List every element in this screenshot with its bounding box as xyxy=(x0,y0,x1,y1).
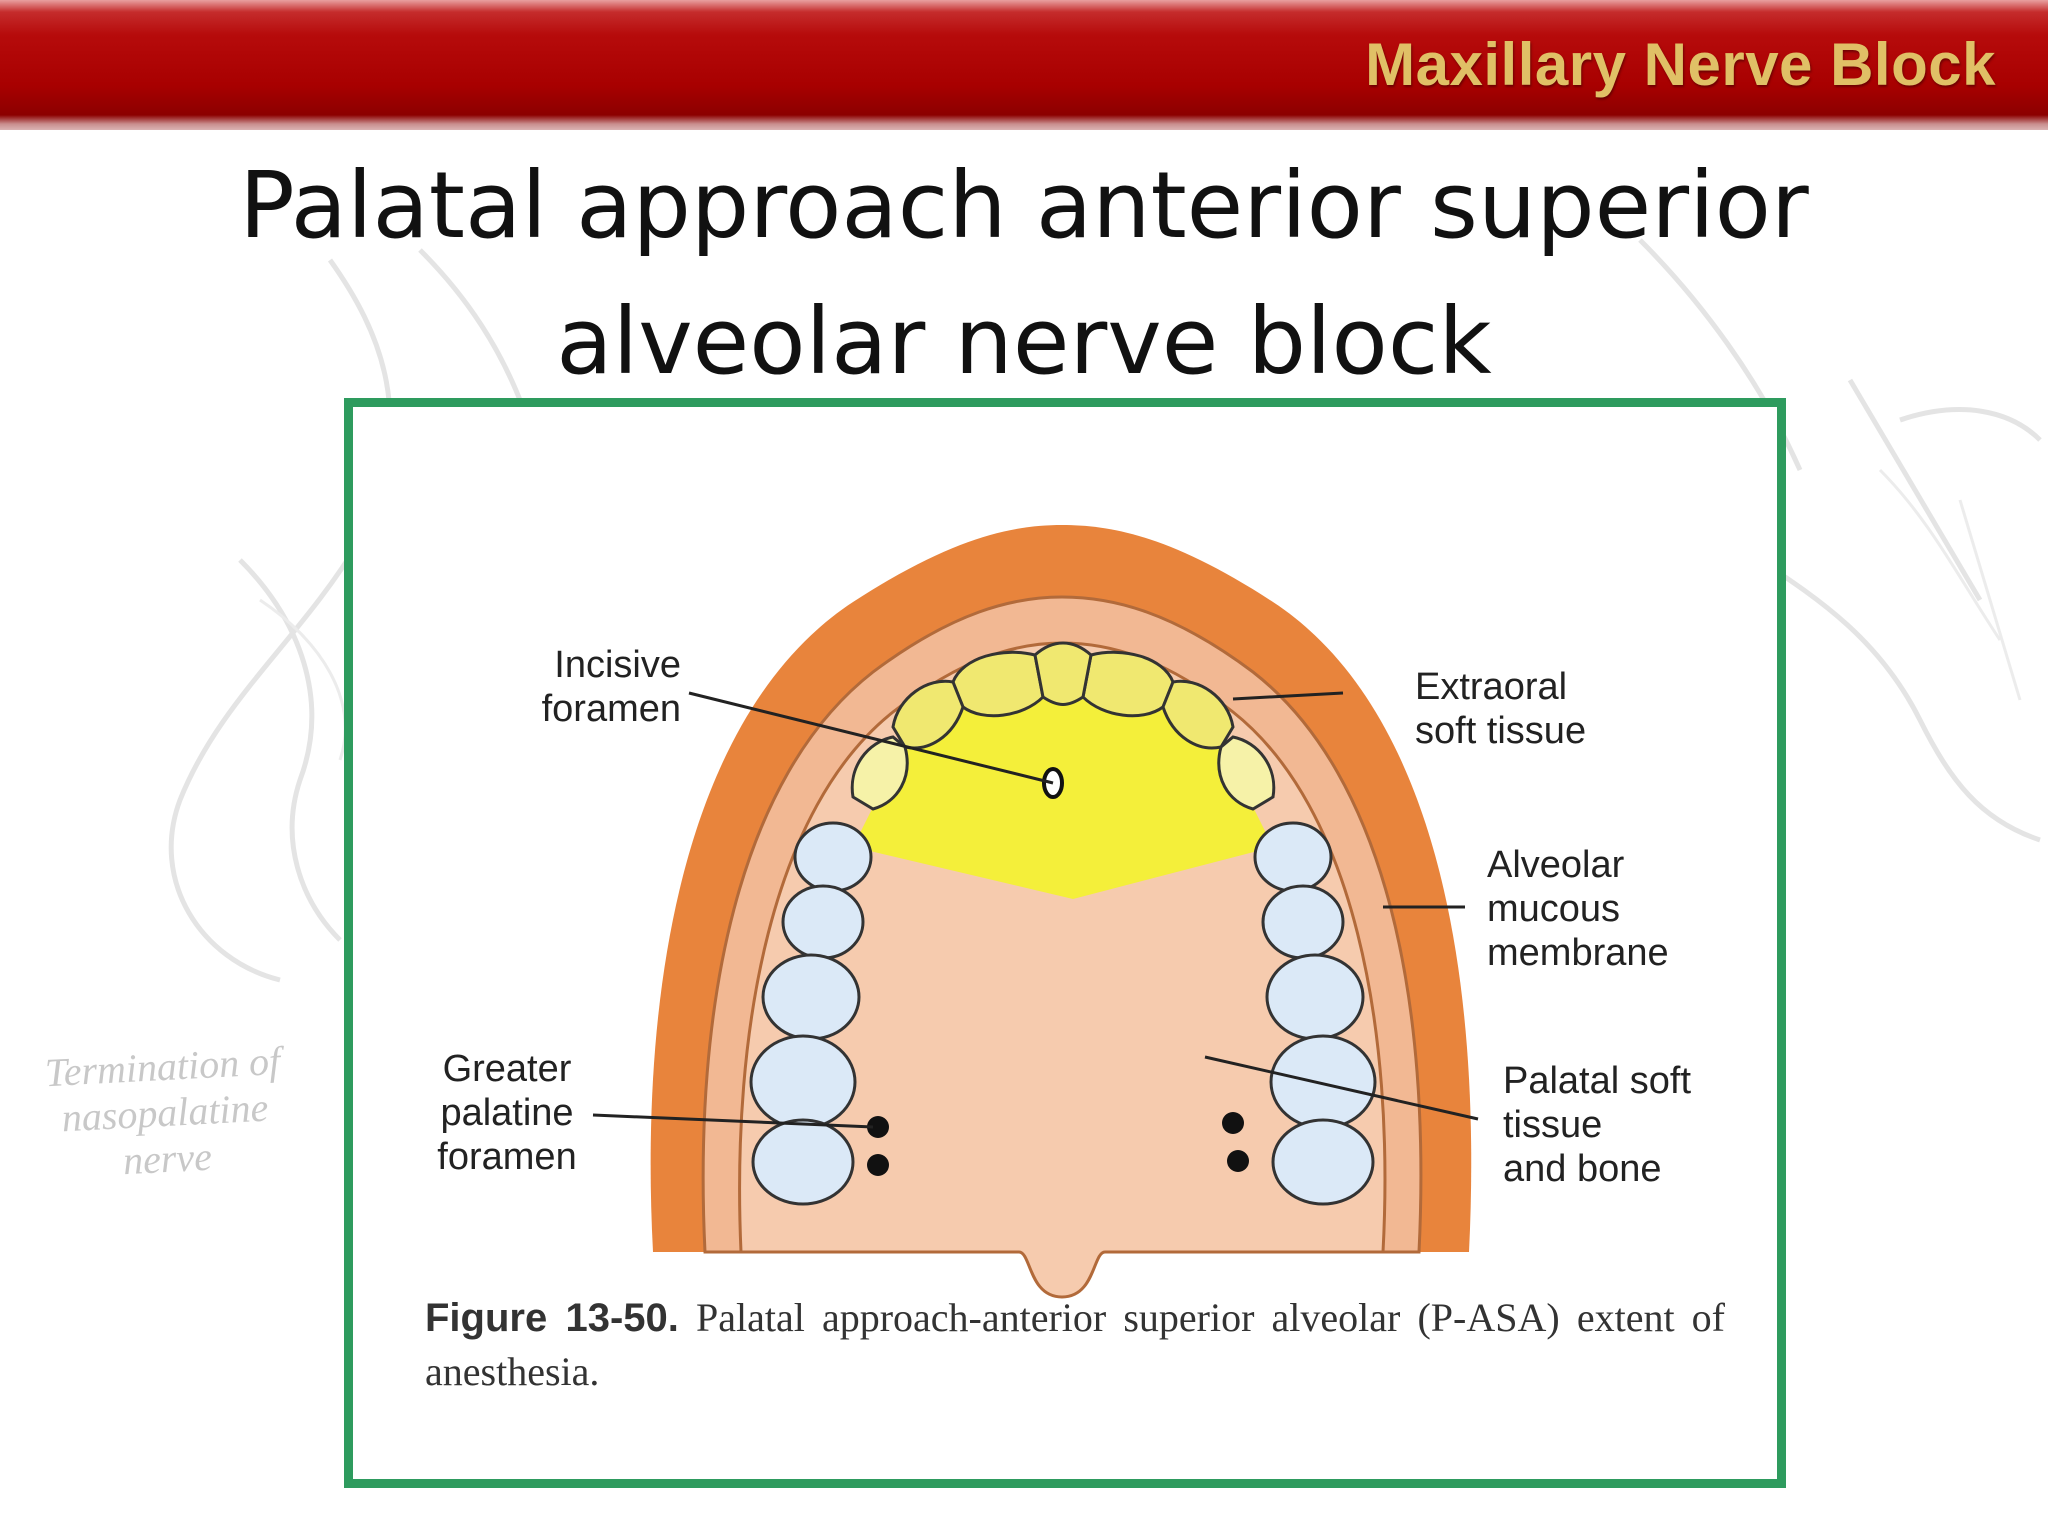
label-line: Alveolar xyxy=(1487,844,1625,886)
background-caption: Termination of nasopalatine nerve xyxy=(0,1035,333,1190)
figure-caption-text: Palatal approach-anterior superior alveo… xyxy=(425,1295,1725,1394)
greater-palatine-foramen-mark xyxy=(867,1116,889,1138)
label-line: and bone xyxy=(1503,1148,1662,1190)
header-band xyxy=(0,0,2048,130)
leader-line-extraoral xyxy=(1232,691,1344,701)
tooth-premolar xyxy=(1261,884,1345,960)
figure-number: Figure 13-50. xyxy=(425,1296,679,1340)
tooth-molar xyxy=(1265,953,1365,1041)
label-greater-palatine-foramen: Greater palatine foramen xyxy=(417,1047,597,1179)
header-label: Maxillary Nerve Block xyxy=(1365,31,1996,98)
greater-palatine-foramen-mark xyxy=(867,1154,889,1176)
label-line: tissue xyxy=(1503,1104,1603,1146)
tooth-molar xyxy=(749,1034,857,1130)
tooth-canine xyxy=(1161,679,1235,750)
label-line: foramen xyxy=(437,1136,577,1178)
tooth-molar xyxy=(751,1118,855,1206)
tooth-premolar xyxy=(781,884,865,960)
label-line: palatine xyxy=(440,1092,574,1134)
greater-palatine-foramen-mark xyxy=(1222,1112,1244,1134)
label-line: Extraoral xyxy=(1415,666,1568,708)
tooth-premolar xyxy=(1217,735,1276,811)
label-alveolar-mucous-membrane: Alveolar mucous membrane xyxy=(1487,843,1669,975)
leader-line-palatal-soft-tissue xyxy=(1204,1055,1479,1121)
leader-line-greater-palatine xyxy=(592,1113,874,1129)
tooth-molar xyxy=(761,953,861,1041)
leader-line-incisive-foramen xyxy=(688,691,1054,785)
label-line: mucous xyxy=(1487,888,1621,930)
figure-frame: Incisive foramen Extraoral soft tissue A… xyxy=(344,398,1786,1488)
slide-title-line-1: Palatal approach anterior superior xyxy=(239,152,1809,259)
label-line: Palatal soft xyxy=(1503,1060,1691,1102)
tooth-molar xyxy=(1269,1034,1377,1130)
label-line: foramen xyxy=(541,688,681,730)
tooth-lateral-incisor xyxy=(1033,641,1093,706)
label-line: Incisive xyxy=(554,644,681,686)
label-extraoral-soft-tissue: Extraoral soft tissue xyxy=(1415,665,1586,753)
label-incisive-foramen: Incisive foramen xyxy=(521,643,681,731)
tooth-premolar xyxy=(1253,821,1333,893)
palate-diagram xyxy=(592,525,1479,1299)
slide-title: Palatal approach anterior superior alveo… xyxy=(0,138,2048,410)
label-line: soft tissue xyxy=(1415,710,1587,752)
tooth-molar xyxy=(1271,1118,1375,1206)
greater-palatine-foramen-mark xyxy=(1227,1150,1249,1172)
label-palatal-soft-tissue-bone: Palatal soft tissue and bone xyxy=(1503,1059,1691,1191)
slide-title-line-2: alveolar nerve block xyxy=(556,288,1492,395)
figure-caption: Figure 13-50. Palatal approach-anterior … xyxy=(425,1291,1725,1399)
tooth-premolar xyxy=(793,821,873,893)
label-line: Greater xyxy=(442,1048,572,1090)
tooth-canine xyxy=(891,679,965,750)
label-line: membrane xyxy=(1487,932,1669,974)
